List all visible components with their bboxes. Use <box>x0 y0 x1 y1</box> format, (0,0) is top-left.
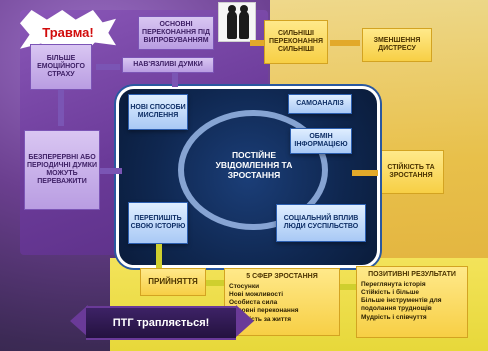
self-analysis-box: САМОАНАЛІЗ <box>288 94 352 114</box>
list-item: Стосунки <box>229 283 260 291</box>
list-item: Стійкість і більше <box>361 289 419 297</box>
ptg-arrow-left-icon <box>70 305 88 337</box>
positive-results-list: Переглянута історія Стійкість і більше Б… <box>361 281 463 322</box>
list-item: Переглянута історія <box>361 281 426 289</box>
info-exchange-box: ОБМІН ІНФОРМАЦІЄЮ <box>290 128 352 154</box>
new-ways-box: НОВІ СПОСОБИ МИСЛЕННЯ <box>128 94 188 130</box>
center-title: ПОСТІЙНЕ УВІДОМЛЕННЯ ТА ЗРОСТАННЯ <box>214 138 294 194</box>
ptg-banner: ПТГ трапляється! <box>86 306 236 340</box>
basic-beliefs-label: ОСНОВНІ ПЕРЕКОНАННЯ ПІД ВИПРОБУВАННЯМ <box>142 20 210 45</box>
cycle-circle <box>178 110 328 230</box>
ptg-label: ПТГ трапляється! <box>112 317 210 329</box>
reduce-distress-label: ЗМЕНШЕННЯ ДИСТРЕСУ <box>373 36 421 52</box>
more-fear-box: БІЛЬШЕ ЕМОЦІЙНОГО СТРАХУ <box>30 44 92 90</box>
spheres-title: 5 СФЕР ЗРОСТАННЯ <box>246 273 318 280</box>
more-fear-label: БІЛЬШЕ ЕМОЦІЙНОГО СТРАХУ <box>37 54 85 79</box>
connector-arrow <box>352 170 378 176</box>
social-influence-box: СОЦІАЛЬНИЙ ВПЛИВ ЛЮДИ СУСПІЛЬСТВО <box>276 204 366 242</box>
connector-arrow <box>156 244 162 268</box>
connector-arrow <box>58 90 64 126</box>
connector-arrow <box>340 284 356 290</box>
positive-results-title: ПОЗИТИВНІ РЕЗУЛЬТАТИ <box>368 271 456 278</box>
center-title-label: ПОСТІЙНЕ УВІДОМЛЕННЯ ТА ЗРОСТАННЯ <box>215 150 293 180</box>
spheres-list: Стосунки Нові можливості Особиста сила О… <box>229 283 299 324</box>
resilience-growth-box: СТІЙКІСТЬ ТА ЗРОСТАННЯ <box>378 150 444 194</box>
list-item: Особиста сила <box>229 299 278 307</box>
connector-arrow <box>206 280 224 286</box>
resilience-growth-label: СТІЙКІСТЬ ТА ЗРОСТАННЯ <box>387 163 435 179</box>
info-exchange-label: ОБМІН ІНФОРМАЦІЄЮ <box>294 132 348 148</box>
reduce-distress-box: ЗМЕНШЕННЯ ДИСТРЕСУ <box>362 28 432 62</box>
list-item: Мудрість і співчуття <box>361 313 427 321</box>
connector-arrow <box>250 40 264 46</box>
rewrite-story-label: ПЕРЕПИШІТЬ СВОЮ ІСТОРІЮ <box>130 214 186 230</box>
connector-arrow <box>330 40 360 46</box>
people-silhouette-icon <box>218 2 256 42</box>
basic-beliefs-box: ОСНОВНІ ПЕРЕКОНАННЯ ПІД ВИПРОБУВАННЯМ <box>138 16 214 50</box>
list-item: Більше інструментів для подолання трудно… <box>361 297 442 313</box>
positive-results-box: ПОЗИТИВНІ РЕЗУЛЬТАТИ Переглянута історія… <box>356 266 468 338</box>
stronger-beliefs-box: СИЛЬНІШІ ПЕРЕКОНАННЯ СИЛЬНІШІ <box>264 20 328 64</box>
ptg-arrow-right-icon <box>236 305 254 337</box>
stronger-beliefs-label: СИЛЬНІШІ ПЕРЕКОНАННЯ СИЛЬНІШІ <box>268 29 323 54</box>
trauma-label: Травма! <box>42 24 94 40</box>
social-influence-label: СОЦІАЛЬНИЙ ВПЛИВ ЛЮДИ СУСПІЛЬСТВО <box>283 214 359 230</box>
intrusive-thoughts-label: НАВ'ЯЗЛИВІ ДУМКИ <box>133 60 203 68</box>
list-item: Нові можливості <box>229 291 284 299</box>
connector-arrow <box>100 168 122 174</box>
rewrite-story-box: ПЕРЕПИШІТЬ СВОЮ ІСТОРІЮ <box>128 202 188 244</box>
list-item: Вдячність за життя <box>229 315 292 323</box>
list-item: Основні переконання <box>229 307 299 315</box>
intrusive-thoughts-box: НАВ'ЯЗЛИВІ ДУМКИ <box>122 57 214 73</box>
connector-arrow <box>96 64 120 70</box>
self-analysis-label: САМОАНАЛІЗ <box>296 99 344 107</box>
acceptance-box: ПРИЙНЯТТЯ <box>140 268 206 296</box>
acceptance-label: ПРИЙНЯТТЯ <box>148 277 198 287</box>
persistent-thoughts-box: БЕЗПЕРЕРВНІ АБО ПЕРІОДИЧНІ ДУМКИ МОЖУТЬ … <box>24 130 100 210</box>
persistent-thoughts-label: БЕЗПЕРЕРВНІ АБО ПЕРІОДИЧНІ ДУМКИ МОЖУТЬ … <box>26 153 98 186</box>
new-ways-label: НОВІ СПОСОБИ МИСЛЕННЯ <box>130 103 186 119</box>
connector-arrow <box>172 73 178 87</box>
